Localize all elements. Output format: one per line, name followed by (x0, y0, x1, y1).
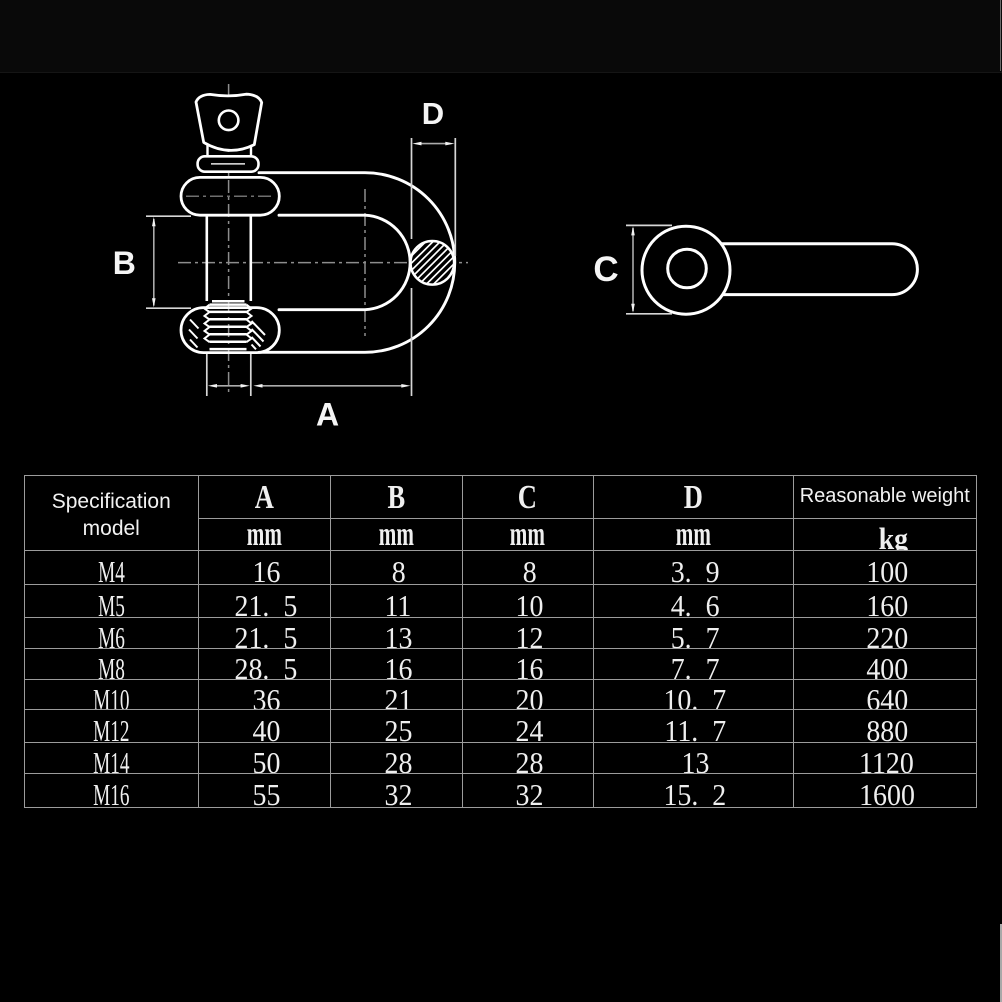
svg-text:D: D (422, 96, 444, 131)
svg-text:A: A (316, 397, 339, 433)
svg-text:B: B (113, 245, 136, 281)
svg-text:C: C (593, 250, 618, 289)
